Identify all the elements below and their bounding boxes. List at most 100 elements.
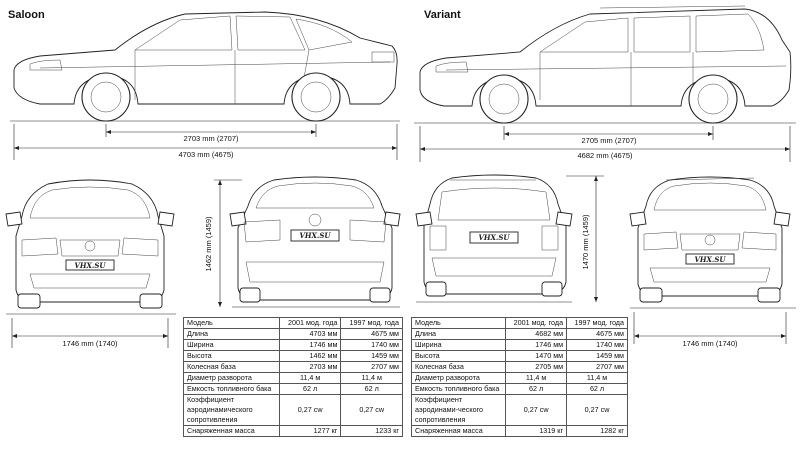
variant-title: Variant (424, 9, 461, 21)
row-value-1997: 2707 мм (566, 361, 628, 373)
saloon-rear-plate: VHX.SU (299, 231, 331, 240)
row-value-2001: 0,27 cw (278, 394, 342, 426)
row-value-2001: 62 л (278, 383, 342, 395)
header-1997: 1997 мод. года (566, 317, 628, 329)
variant-width-label: 1746 mm (1740) (682, 339, 738, 348)
row-value-1997: 11,4 м (340, 372, 403, 384)
row-label: Емкость топливного бака (183, 383, 280, 395)
saloon-length-dimensions: 2703 mm (2707) 4703 mm (4675) (13, 124, 398, 160)
variant-spec-table: Модель 2001 мод. года 1997 мод. года Дли… (410, 317, 628, 437)
row-value-2001: 4703 мм (278, 328, 342, 340)
header-1997: 1997 мод. года (340, 317, 403, 329)
saloon-wheelbase-label: 2703 mm (2707) (183, 134, 239, 143)
row-value-1997: 0,27 cw (340, 394, 403, 426)
variant-side-view (414, 5, 796, 124)
row-label: Высота (183, 350, 280, 362)
saloon-title: Saloon (8, 9, 45, 21)
variant-front-plate: VHX.SU (694, 255, 726, 264)
saloon-height-dimension: 1462 mm (1459) (204, 179, 242, 307)
saloon-height-label: 1462 mm (1459) (204, 216, 213, 272)
table-row: Коэффициент аэродинамического сопротивле… (183, 394, 403, 426)
row-label: Коэффициент аэродинамического сопротивле… (183, 394, 280, 426)
row-value-1997: 1233 кг (340, 425, 403, 437)
table-header-row: Модель 2001 мод. года 1997 мод. года (410, 317, 628, 329)
row-value-2001: 1470 мм (505, 350, 568, 362)
saloon-front-view: VHX.SU (5, 179, 176, 315)
header-model: Модель (183, 317, 280, 329)
row-value-1997: 4675 мм (340, 328, 403, 340)
header-2001: 2001 мод. года (278, 317, 342, 329)
row-value-1997: 0,27 cw (566, 394, 628, 426)
row-value-2001: 4682 мм (505, 328, 568, 340)
variant-length-label: 4682 mm (4675) (577, 151, 633, 160)
row-value-2001: 11,4 м (505, 372, 568, 384)
header-model: Модель (410, 317, 507, 329)
saloon-spec-table: Модель 2001 мод. года 1997 мод. года Дли… (183, 317, 403, 437)
row-label: Снаряженная масса (183, 425, 280, 437)
row-value-2001: 0,27 cw (505, 394, 568, 426)
row-label: Ширина (183, 339, 280, 351)
row-value-1997: 11,4 м (566, 372, 628, 384)
header-2001: 2001 мод. года (505, 317, 568, 329)
saloon-width-label: 1746 mm (1740) (62, 339, 118, 348)
row-label: Высота (410, 350, 507, 362)
variant-rear-plate: VHX.SU (478, 233, 510, 242)
saloon-length-label: 4703 mm (4675) (178, 150, 234, 159)
row-value-2001: 2705 мм (505, 361, 568, 373)
variant-wheelbase-label: 2705 mm (2707) (581, 136, 637, 145)
saloon-front-plate: VHX.SU (74, 261, 106, 270)
row-value-2001: 11,4 м (278, 372, 342, 384)
row-label: Длина (410, 328, 507, 340)
row-value-2001: 62 л (505, 383, 568, 395)
row-value-1997: 62 л (566, 383, 628, 395)
table-row: Коэффициент аэродинами-ческого сопротивл… (410, 394, 628, 426)
row-label: Снаряженная масса (410, 425, 507, 437)
row-value-1997: 1459 мм (340, 350, 403, 362)
row-value-2001: 1746 мм (278, 339, 342, 351)
row-value-1997: 2707 мм (340, 361, 403, 373)
saloon-rear-view: VHX.SU (229, 176, 401, 308)
row-value-1997: 62 л (340, 383, 403, 395)
row-value-1997: 1282 кг (566, 425, 628, 437)
row-label: Колесная база (183, 361, 280, 373)
row-label: Емкость топливного бака (410, 383, 507, 395)
row-label: Диаметр разворота (183, 372, 280, 384)
row-value-2001: 1277 кг (278, 425, 342, 437)
row-value-1997: 1740 мм (340, 339, 403, 351)
variant-length-dimensions: 2705 mm (2707) 4682 mm (4675) (419, 126, 791, 162)
row-label: Колесная база (410, 361, 507, 373)
table-header-row: Модель 2001 мод. года 1997 мод. года (183, 317, 403, 329)
variant-width-dimension: 1746 mm (1740) (633, 312, 787, 348)
variant-height-dimension: 1470 mm (1459) (566, 175, 604, 302)
variant-front-view: VHX.SU (629, 176, 796, 309)
saloon-side-view (10, 11, 400, 122)
row-label: Диаметр разворота (410, 372, 507, 384)
row-value-2001: 1462 мм (278, 350, 342, 362)
row-label: Длина (183, 328, 280, 340)
variant-rear-view: VHX.SU (415, 174, 573, 303)
row-value-2001: 2703 мм (278, 361, 342, 373)
row-value-2001: 1746 мм (505, 339, 568, 351)
row-value-1997: 1740 мм (566, 339, 628, 351)
row-label: Ширина (410, 339, 507, 351)
row-value-2001: 1319 кг (505, 425, 568, 437)
row-value-1997: 1459 мм (566, 350, 628, 362)
variant-height-label: 1470 mm (1459) (581, 214, 590, 270)
row-value-1997: 4675 мм (566, 328, 628, 340)
row-label: Коэффициент аэродинами-ческого сопротивл… (410, 394, 507, 426)
